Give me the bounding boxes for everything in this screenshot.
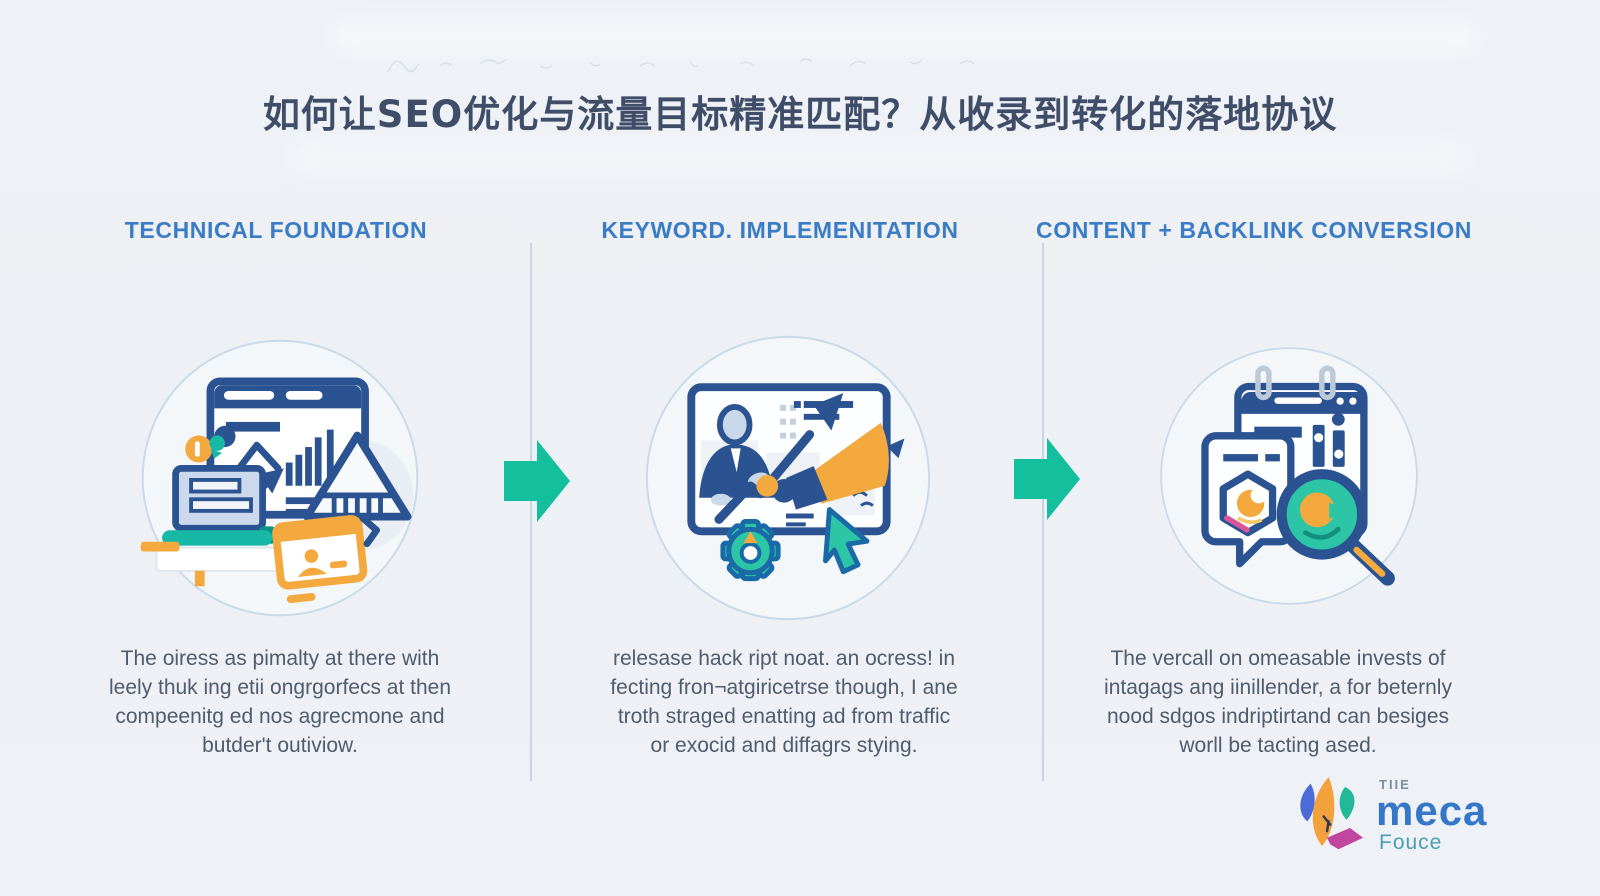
keyword-implementation-illustration	[645, 335, 931, 621]
description-line: The oiress as pimalty at there with	[120, 647, 440, 670]
column-heading-keyword-implementation: KEYWORD. IMPLEMENITATION	[601, 217, 959, 243]
keyword-implementation-description: relesase hack ript noat. an ocress! in f…	[578, 644, 990, 760]
image-card-icon	[272, 515, 368, 603]
description-line: relesase hack ript noat. an ocress! in	[612, 647, 955, 670]
technical-foundation-illustration	[140, 339, 419, 617]
laptop-icon	[140, 464, 287, 587]
content-backlink-description: The vercall on omeasable invests of inta…	[1066, 644, 1490, 760]
description-line: butder't outiviow.	[202, 734, 358, 757]
background-artifact	[387, 58, 975, 73]
technical-foundation-description: The oiress as pimalty at there with leel…	[84, 644, 476, 760]
background-artifact	[290, 140, 1470, 174]
logo-petals-icon	[1300, 777, 1364, 850]
background-artifact	[330, 20, 1480, 54]
coin-icon	[185, 435, 213, 463]
description-line: intagags ang iinillender, a for beternly	[1104, 676, 1452, 699]
dots-grid-icon	[780, 404, 796, 439]
column-divider	[530, 243, 532, 781]
flow-arrow-icon	[1014, 438, 1080, 520]
hexagon-badge-icon	[1219, 470, 1277, 537]
description-line: troth straged enatting ad from traffic	[617, 705, 951, 728]
document-bubble-icon	[1201, 432, 1295, 568]
column-divider	[1042, 243, 1044, 781]
megaphone-icon	[756, 422, 889, 510]
logo-brand-name: meca	[1376, 787, 1488, 834]
description-line: worll be tacting ased.	[1179, 734, 1377, 757]
column-heading-content-backlink-conversion: CONTENT + BACKLINK CONVERSION	[1036, 217, 1472, 243]
gear-icon	[720, 518, 781, 582]
description-line: fecting fron¬atgiricetrse though, I ane	[610, 676, 958, 699]
brand-logo: TIIE meca Fouce	[1286, 768, 1487, 860]
flow-arrow-icon	[504, 440, 570, 522]
pyramid-icon	[303, 431, 412, 521]
description-line: compeenitg ed nos agrecmone and	[115, 705, 445, 728]
description-line: The vercall on omeasable invests of	[1110, 647, 1446, 670]
content-backlink-illustration	[1160, 347, 1418, 605]
gear-icon	[209, 425, 236, 459]
page-title: 如何让SEO优化与流量目标精准匹配？从收录到转化的落地协议	[262, 93, 1338, 136]
logo-sub-label: Fouce	[1379, 831, 1443, 854]
description-line: or exocid and diffagrs stying.	[650, 734, 918, 757]
magnifier-icon	[1276, 469, 1395, 586]
description-line: nood sdgos indriptirtand can besiges	[1106, 705, 1450, 728]
description-line: leely thuk ing etii ongrgorfecs at then	[108, 676, 452, 699]
growth-arrow-icon	[714, 393, 905, 524]
cursor-icon	[823, 507, 870, 575]
logo-top-label: TIIE	[1379, 777, 1411, 792]
column-heading-technical-foundation: TECHNICAL FOUNDATION	[124, 217, 428, 243]
